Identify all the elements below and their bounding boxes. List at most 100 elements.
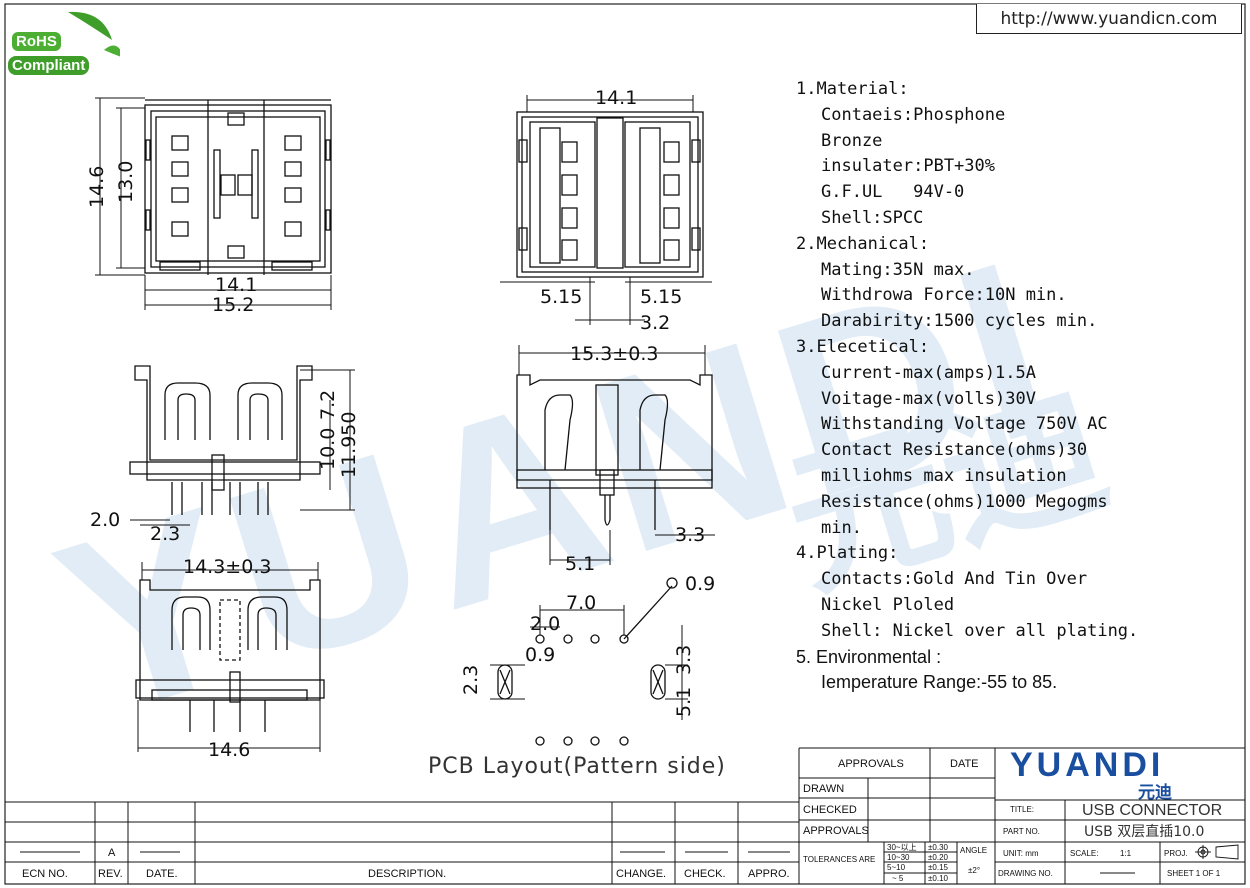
front-view xyxy=(516,111,704,278)
side-view-left xyxy=(129,365,321,515)
website-url: http://www.yuandicn.com xyxy=(976,4,1242,34)
dim-height-b: 11.950 xyxy=(338,412,360,478)
spec-plating-contacts-2: Nickel Ploled xyxy=(821,594,955,615)
spec-durability: Darabirity:1500 cycles min. xyxy=(821,311,1098,332)
tb-approvals: APPROVALS xyxy=(838,758,904,770)
tb-tolerances: TOLERANCES ARE xyxy=(803,855,875,864)
spec-material-head: 1.Material: xyxy=(796,79,909,99)
tb-title-value: USB CONNECTOR xyxy=(1082,802,1222,819)
tb-date: DATE xyxy=(950,758,979,770)
dim-pcb-slot: 2.3 xyxy=(460,665,482,695)
spec-plating-head: 4.Plating: xyxy=(796,543,899,564)
dim-rear-width-bottom: 14.6 xyxy=(208,739,250,761)
tb-tol-v3: ±0.15 xyxy=(928,863,949,872)
side-view-right xyxy=(516,374,713,530)
dim-width-inner: 14.1 xyxy=(215,274,257,296)
sheet-border xyxy=(4,3,1246,885)
dim-pcb-hole: 0.9 xyxy=(525,644,555,666)
rev-change: CHANGE. xyxy=(616,868,666,880)
logo-brand: YUANDI xyxy=(1010,746,1165,784)
pcb-layout-caption: PCB Layout(Pattern side) xyxy=(428,754,726,779)
rev-value: A xyxy=(108,847,116,859)
dim-left-port: 5.15 xyxy=(540,286,582,308)
spec-insulator: insulater:PBT+30% xyxy=(821,156,995,177)
rev-rev: REV. xyxy=(98,868,123,880)
dim-pcb-row-gap: 3.3 xyxy=(673,645,695,675)
spec-shell: Shell:SPCC xyxy=(821,207,924,228)
leaf-icon xyxy=(68,11,120,57)
rear-view-dimensions xyxy=(137,562,321,752)
front-view-dimensions xyxy=(500,95,712,325)
dim-pin-spacing: 5.1 xyxy=(565,553,595,575)
spec-environmental-head: 5. Environmental : xyxy=(796,646,942,667)
tb-angle: ANGLE xyxy=(960,846,987,855)
dim-height-c: 7.2 xyxy=(317,390,339,420)
spec-resistance-2: min. xyxy=(821,517,862,538)
dim-pcb-row-offset: 5.1 xyxy=(673,687,695,717)
tb-tol-r4: ~ 5 xyxy=(892,874,904,883)
top-view-dimensions xyxy=(95,97,332,310)
dim-right-side-width: 15.3±0.3 xyxy=(570,343,658,365)
dim-pcb-big-hole: 0.9 xyxy=(685,573,715,595)
dim-pcb-pitch-total: 7.0 xyxy=(566,592,596,614)
spec-resistance: Resistance(ohms)1000 Megogms xyxy=(821,491,1108,512)
spec-contact-resistance: Contact Resistance(ohms)30 xyxy=(821,440,1088,461)
tb-proj: PROJ. xyxy=(1164,849,1188,858)
dim-pin-pitch: 2.3 xyxy=(150,523,180,545)
dim-height-a: 10.0 xyxy=(317,428,339,470)
rear-view xyxy=(135,579,325,732)
tb-scale-label: SCALE: xyxy=(1070,849,1098,858)
spec-electrical-head: 3.Elecetical: xyxy=(796,336,930,357)
spec-withdraw: Withdrowa Force:10N min. xyxy=(821,285,1067,306)
spec-mating: Mating:35N max. xyxy=(821,259,975,280)
tb-unit: UNIT: mm xyxy=(1003,849,1039,858)
spec-mechanical-head: 2.Mechanical: xyxy=(796,233,930,254)
tb-angle-val: ±2° xyxy=(968,866,980,875)
logo-brand-cn: 元迪 xyxy=(1138,783,1172,803)
dim-pcb-pitch: 2.0 xyxy=(530,613,560,635)
dim-rear-width-top: 14.3±0.3 xyxy=(183,556,271,578)
spec-contacts-2: Bronze xyxy=(821,130,883,151)
company-logo: YUANDI 元迪 xyxy=(1000,746,1238,803)
dim-height-inner: 13.0 xyxy=(115,161,137,203)
rev-date: DATE. xyxy=(146,868,178,880)
projection-symbol-icon xyxy=(1195,844,1239,860)
spec-contact-resistance-2: milliohms max insulation xyxy=(821,465,1067,486)
specification-notes: 1.Material: Contaeis:Phosphone Bronze in… xyxy=(796,77,1236,696)
side-view-right-dimensions xyxy=(518,345,715,565)
spec-contacts: Contaeis:Phosphone xyxy=(821,104,1006,125)
tb-tol-v2: ±0.20 xyxy=(928,853,949,862)
tb-approvals-2: APPROVALS xyxy=(803,825,869,837)
tb-title-label: TITLE: xyxy=(1010,805,1034,814)
rohs-label: RoHS xyxy=(12,32,61,51)
revision-block xyxy=(5,801,799,884)
tb-part-label: PART NO. xyxy=(1003,827,1040,836)
spec-voltage: Voitage-max(volls)30V xyxy=(821,388,1036,409)
dim-center: 3.2 xyxy=(640,312,670,334)
spec-withstanding: Withstanding Voltage 750V AC xyxy=(821,414,1108,435)
rohs-compliant-label: Compliant xyxy=(8,56,90,75)
tb-tol-v4: ±0.10 xyxy=(928,874,949,883)
rev-appro: APPRO. xyxy=(748,868,790,880)
tb-sheet: SHEET 1 OF 1 xyxy=(1167,869,1221,878)
tb-drawn: DRAWN xyxy=(803,783,844,795)
dim-right-port: 5.15 xyxy=(640,286,682,308)
rev-description: DESCRIPTION. xyxy=(368,868,446,880)
dim-width-outer: 15.2 xyxy=(212,294,254,316)
tb-checked: CHECKED xyxy=(803,804,857,816)
side-view-left-dimensions xyxy=(130,369,355,526)
spec-current: Current-max(amps)1.5A xyxy=(821,362,1036,383)
spec-gf-ul: G.F.UL 94V-0 xyxy=(821,182,965,203)
dim-front-width: 14.1 xyxy=(595,87,637,109)
tb-tol-v1: ±0.30 xyxy=(928,843,949,852)
tb-tol-r1: 30~以上 xyxy=(887,843,917,852)
tb-tol-r2: 10~30 xyxy=(887,853,910,862)
tb-drawing-no: DRAWING NO. xyxy=(998,869,1053,878)
tb-part-value: USB 双层直插10.0 xyxy=(1084,823,1204,840)
spec-plating-contacts: Contacts:Gold And Tin Over xyxy=(821,569,1088,590)
dim-height-outer: 14.6 xyxy=(86,166,108,208)
dim-pin-len: 2.0 xyxy=(90,509,120,531)
top-view xyxy=(144,99,332,275)
